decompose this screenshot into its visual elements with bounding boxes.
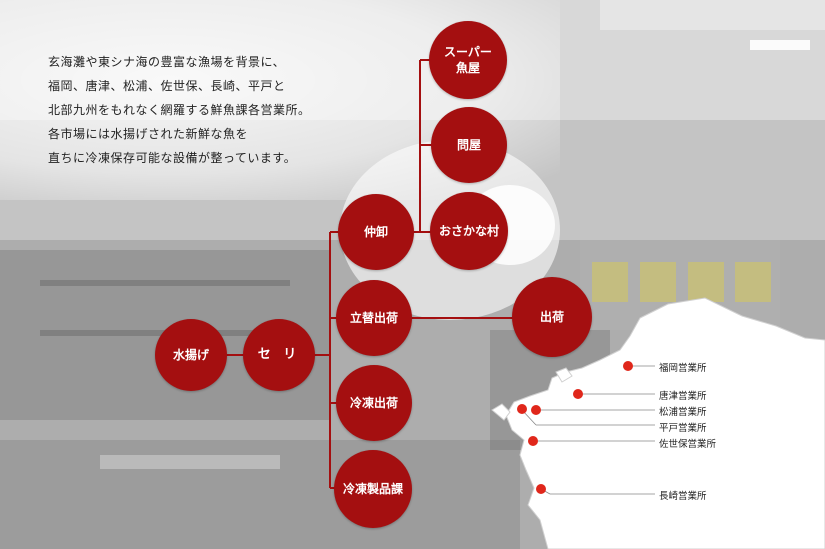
- node-label: 出荷: [539, 310, 564, 324]
- intro-line: 福岡、唐津、松浦、佐世保、長崎、平戸と: [48, 79, 286, 93]
- office-marker: [536, 484, 546, 494]
- node-label: 冷凍出荷: [349, 396, 398, 410]
- node-label: セ リ: [257, 347, 301, 362]
- intro-line: 北部九州をもれなく網羅する鮮魚課各営業所。: [48, 103, 311, 117]
- office-label-matsuura: 松浦営業所: [659, 407, 707, 418]
- node-reitou-seihin: 冷凍製品課: [334, 450, 412, 528]
- office-marker: [528, 436, 538, 446]
- intro-line: 玄海灘や東シナ海の豊富な漁場を背景に、: [48, 55, 286, 69]
- kyushu-landmass: [505, 297, 825, 549]
- node-label: 問屋: [456, 138, 481, 152]
- node-label: 水揚げ: [172, 348, 209, 362]
- node-shukka: 出荷: [512, 277, 592, 357]
- node-osakanamura: おさかな村: [430, 192, 508, 270]
- intro-text: 玄海灘や東シナ海の豊富な漁場を背景に、 福岡、唐津、松浦、佐世保、長崎、平戸と …: [48, 50, 428, 170]
- node-label: 仲卸: [363, 225, 388, 239]
- node-mizuage: 水揚げ: [155, 319, 227, 391]
- office-label-sasebo: 佐世保営業所: [659, 439, 717, 450]
- intro-line: 各市場には水揚げされた新鮮な魚を: [48, 127, 249, 141]
- office-marker: [623, 361, 633, 371]
- node-tonya: 問屋: [431, 107, 507, 183]
- node-seri: セ リ: [243, 319, 315, 391]
- node-label-line2: 魚屋: [455, 61, 480, 75]
- node-nakaoroshi: 仲卸: [338, 194, 414, 270]
- office-marker: [517, 404, 527, 414]
- office-marker: [573, 389, 583, 399]
- node-label: 立替出荷: [349, 311, 398, 325]
- node-label: 冷凍製品課: [342, 482, 403, 496]
- office-label-nagasaki: 長崎営業所: [659, 491, 707, 502]
- office-label-hirado: 平戸営業所: [659, 423, 707, 434]
- node-label-line1: スーパー: [444, 45, 492, 59]
- office-label-fukuoka: 福岡営業所: [659, 363, 707, 374]
- office-label-karatsu: 唐津営業所: [659, 391, 707, 402]
- intro-line: 直ちに冷凍保存可能な設備が整っています。: [48, 151, 297, 165]
- node-super-sakanaya: スーパー 魚屋: [429, 21, 507, 99]
- office-marker: [531, 405, 541, 415]
- node-label: おさかな村: [438, 224, 499, 238]
- node-tatekae-shukka: 立替出荷: [336, 280, 412, 356]
- node-reitou-shukka: 冷凍出荷: [336, 365, 412, 441]
